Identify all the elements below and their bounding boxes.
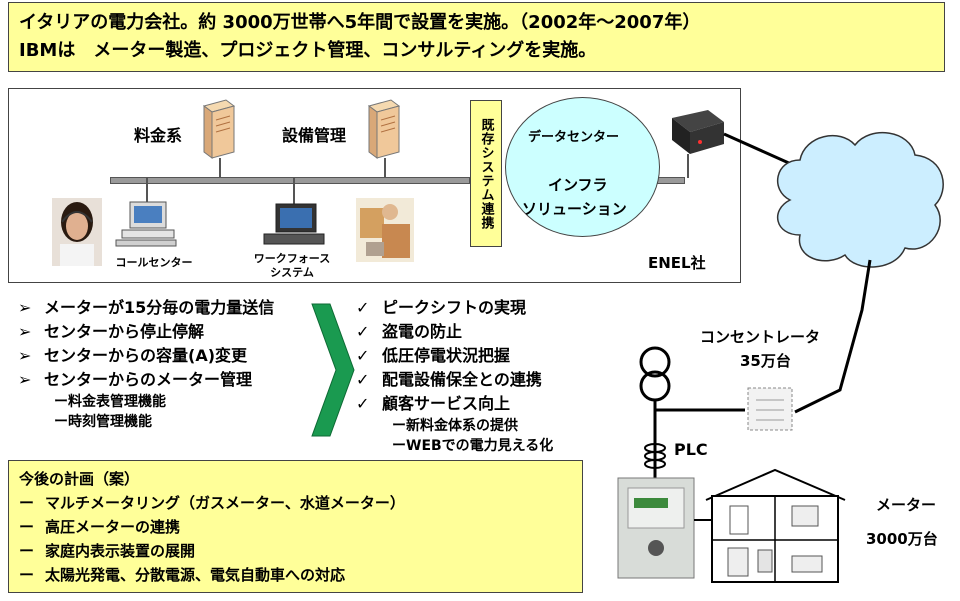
equipment-label: 設備管理 bbox=[282, 126, 347, 145]
billing-server-icon bbox=[202, 99, 236, 178]
feature-item: ➢センターからの容量(A)変更 bbox=[18, 346, 248, 365]
plc-coil-icon bbox=[644, 443, 666, 469]
router-icon bbox=[672, 110, 724, 178]
benefit-list: ✓ピークシフトの実現 ✓盗電の防止 ✓低圧停電状況把握 ✓配電設備保全との連携 … bbox=[356, 296, 553, 456]
meter-label-1: メーター bbox=[876, 496, 937, 514]
future-plan-box: 今後の計画（案） ーマルチメータリング（ガスメーター、水道メーター） ー高圧メー… bbox=[8, 460, 583, 593]
workforce-label-2: システム bbox=[270, 266, 314, 279]
plc-label: PLC bbox=[674, 440, 708, 459]
plan-title: 今後の計画（案） bbox=[19, 470, 140, 488]
house-icon bbox=[705, 468, 846, 583]
callcenter-label: コールセンター bbox=[115, 256, 193, 269]
benefit-item: ✓ピークシフトの実現 bbox=[356, 298, 527, 317]
benefit-item: ✓配電設備保全との連携 bbox=[356, 370, 542, 389]
benefit-item: ✓低圧停電状況把握 bbox=[356, 346, 511, 365]
feature-item: ➢センターからのメーター管理 bbox=[18, 370, 253, 389]
worker-photo-icon bbox=[356, 198, 414, 262]
plan-item: ー太陽光発電、分散電源、電気自動車への対応 bbox=[19, 566, 346, 584]
header-line-2: IBMは メーター製造、プロジェクト管理、コンサルティングを実施。 bbox=[19, 40, 597, 61]
plan-item: ー高圧メーターの連携 bbox=[19, 518, 181, 536]
plan-item: ー家庭内表示装置の展開 bbox=[19, 542, 196, 560]
feature-subitem: ー料金表管理機能 bbox=[54, 394, 166, 410]
cloud-icon bbox=[776, 131, 944, 268]
network-bus bbox=[110, 177, 470, 184]
concentrator-label-2: 35万台 bbox=[740, 352, 791, 370]
green-arrow-icon bbox=[311, 303, 355, 437]
feature-list: ➢メーターが15分毎の電力量送信 ➢センターから停止停解 ➢センターからの容量(… bbox=[18, 296, 274, 432]
datacenter-label: データセンター bbox=[528, 130, 620, 145]
callcenter-computer-icon bbox=[115, 178, 177, 247]
smart-meter-icon bbox=[617, 477, 695, 579]
datacenter-ellipse bbox=[505, 97, 660, 237]
feature-item: ➢メーターが15分毎の電力量送信 bbox=[18, 298, 275, 317]
benefit-item: ✓顧客サービス向上 bbox=[356, 394, 511, 413]
benefit-item: ✓盗電の防止 bbox=[356, 322, 463, 341]
workforce-label-1: ワークフォース bbox=[253, 252, 331, 265]
feature-item: ➢センターから停止停解 bbox=[18, 322, 205, 341]
infra-label-1: インフラ bbox=[548, 176, 608, 194]
plan-item: ーマルチメータリング（ガスメーター、水道メーター） bbox=[19, 494, 405, 512]
benefit-subitem: ーWEBでの電力見える化 bbox=[392, 438, 554, 454]
transformer-icon bbox=[639, 346, 671, 402]
billing-label: 料金系 bbox=[134, 126, 183, 145]
header-banner: イタリアの電力会社。約 3000万世帯へ5年間で設置を実施。（2002年～200… bbox=[8, 2, 945, 72]
feature-subitem: ー時刻管理機能 bbox=[54, 414, 152, 430]
header-line-1: イタリアの電力会社。約 3000万世帯へ5年間で設置を実施。（2002年～200… bbox=[19, 12, 701, 33]
meter-label-2: 3000万台 bbox=[866, 530, 938, 548]
benefit-subitem: ー新料金体系の提供 bbox=[392, 418, 518, 434]
legacy-integration-box: 既存システム連携 bbox=[470, 100, 502, 247]
equipment-server-icon bbox=[367, 99, 401, 178]
company-label: ENEL社 bbox=[648, 254, 706, 272]
concentrator-icon bbox=[747, 387, 793, 431]
legacy-integration-label: 既存システム連携 bbox=[478, 117, 494, 230]
concentrator-label-1: コンセントレータ bbox=[700, 328, 821, 346]
workforce-computer-icon bbox=[263, 178, 325, 245]
operator-photo-icon bbox=[52, 198, 102, 266]
infra-label-2: ソリューション bbox=[522, 200, 627, 218]
